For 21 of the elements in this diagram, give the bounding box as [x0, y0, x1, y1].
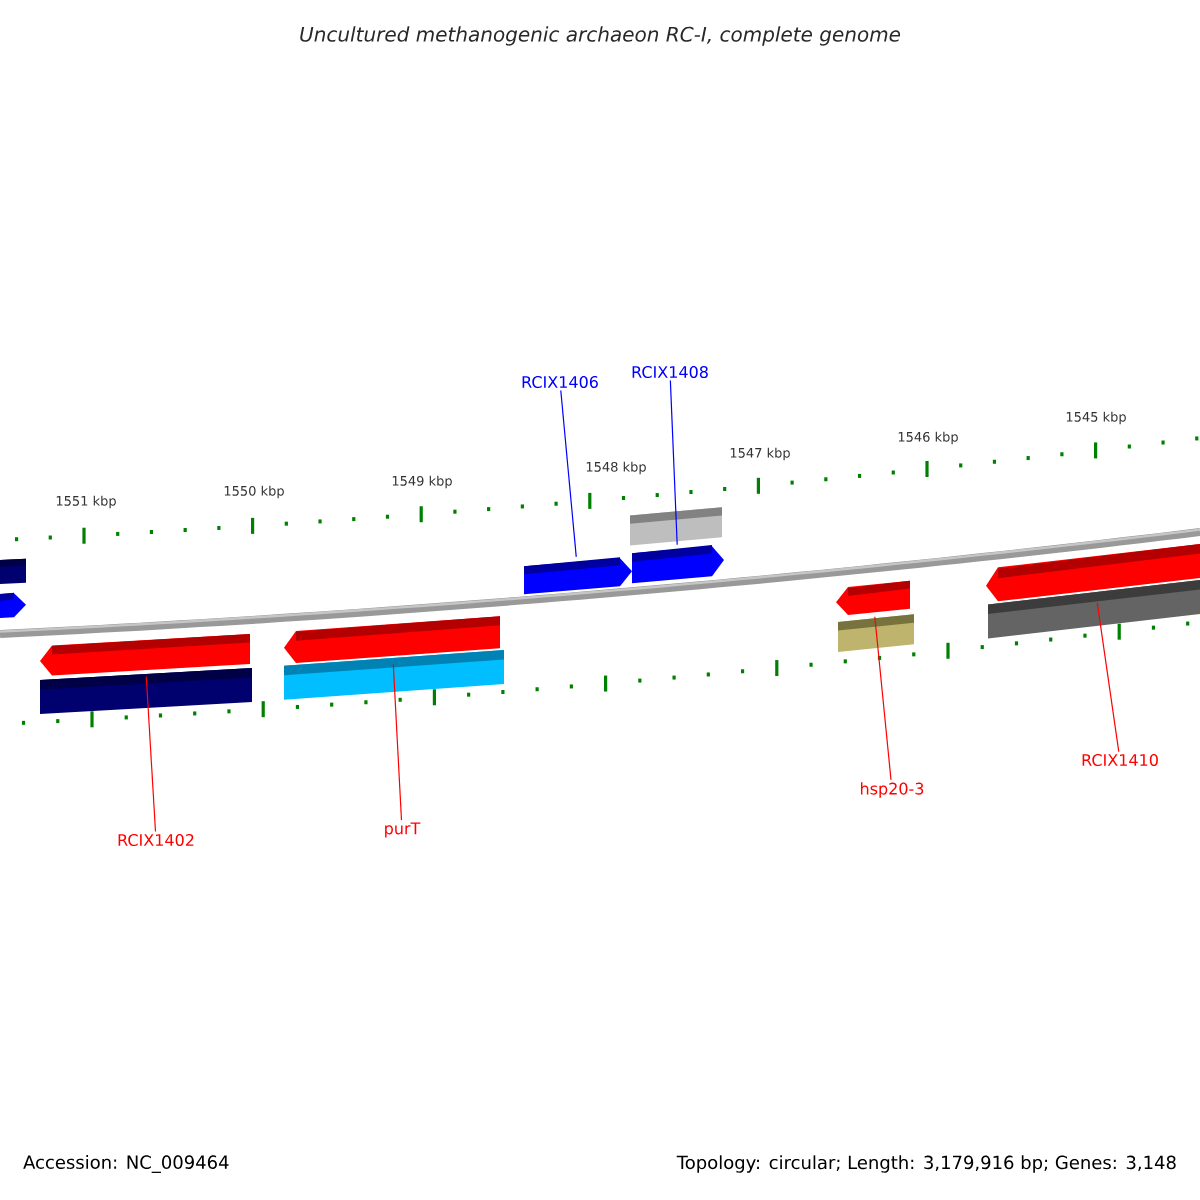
- gene-feature: [836, 580, 910, 616]
- gene-feature: [632, 545, 724, 584]
- gene-label: purT: [385, 822, 421, 838]
- gene-feature: [40, 634, 250, 676]
- gene-feature: [524, 557, 632, 595]
- gene-label: RCIX1406: [522, 375, 598, 389]
- gene-feature: [284, 616, 500, 664]
- gene-label: RCIX1410: [1082, 753, 1158, 767]
- gene-label: hsp20-3: [861, 782, 924, 798]
- leader-line: [560, 389, 577, 558]
- leader-line: [1096, 602, 1120, 753]
- gene-label: RCIX1402: [118, 833, 194, 847]
- leader-line: [669, 379, 678, 546]
- title: Uncultured methanogenic archaeon RC-I, complete genome: [300, 26, 901, 46]
- accession-text: Accession: NC_009464: [23, 1155, 229, 1173]
- leader-line: [874, 616, 892, 781]
- leader-line: [392, 663, 403, 821]
- leader-line: [145, 675, 157, 833]
- gene-label: RCIX1408: [632, 365, 708, 379]
- gene-feature: [986, 544, 1200, 602]
- genome-info-text: Topology: circular; Length: 3,179,916 bp; Genes: 3,148: [676, 1155, 1176, 1173]
